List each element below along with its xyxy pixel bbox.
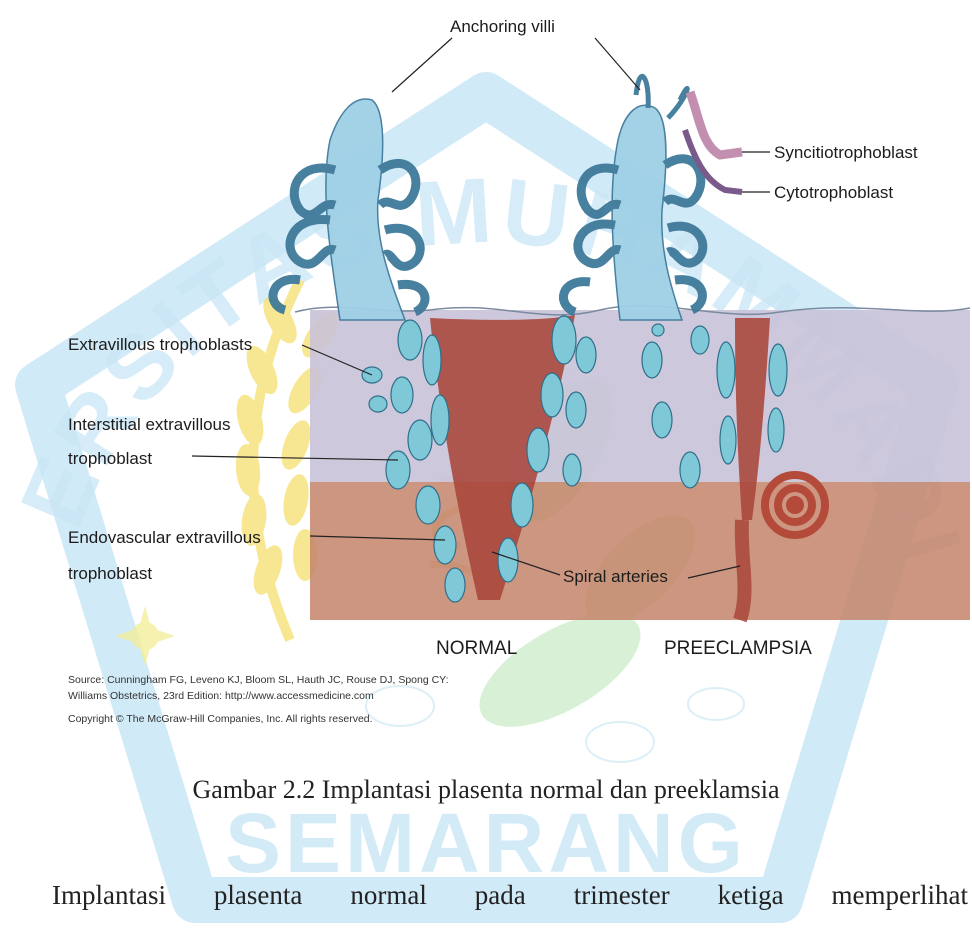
label-interstitial-line1: Interstitial extravillous (68, 414, 231, 435)
spiral-coil (765, 475, 825, 535)
label-interstitial-line2: trophoblast (68, 448, 152, 469)
leader-anchoring-right (595, 38, 640, 90)
label-extravillous-trophoblasts: Extravillous trophoblasts (68, 334, 252, 355)
source-line1: Source: Cunningham FG, Leveno KJ, Bloom … (68, 674, 449, 686)
figure-caption: Gambar 2.2 Implantasi plasenta normal da… (0, 775, 972, 805)
label-endovascular-line1: Endovascular extravillous (68, 527, 261, 548)
syncitiotrophoblast-tip (690, 92, 742, 155)
leader-anchoring-left (392, 38, 452, 92)
body-text: Implantasi plasenta normal pada trimeste… (52, 880, 968, 911)
source-copyright: Copyright © The McGraw-Hill Companies, I… (68, 713, 373, 725)
label-syncitiotrophoblast: Syncitiotrophoblast (774, 142, 918, 163)
label-spiral-arteries: Spiral arteries (563, 566, 668, 587)
label-cytotrophoblast: Cytotrophoblast (774, 182, 893, 203)
label-preeclampsia: PREECLAMPSIA (664, 638, 812, 659)
label-endovascular-line2: trophoblast (68, 563, 152, 584)
anchoring-villus-left (273, 99, 425, 320)
anchoring-villus-right (563, 76, 702, 320)
myometrium-layer (310, 482, 970, 620)
source-line2: Williams Obstetrics, 23rd Edition: http:… (68, 690, 374, 702)
label-normal: NORMAL (436, 638, 517, 659)
label-anchoring-villi: Anchoring villi (450, 16, 555, 37)
